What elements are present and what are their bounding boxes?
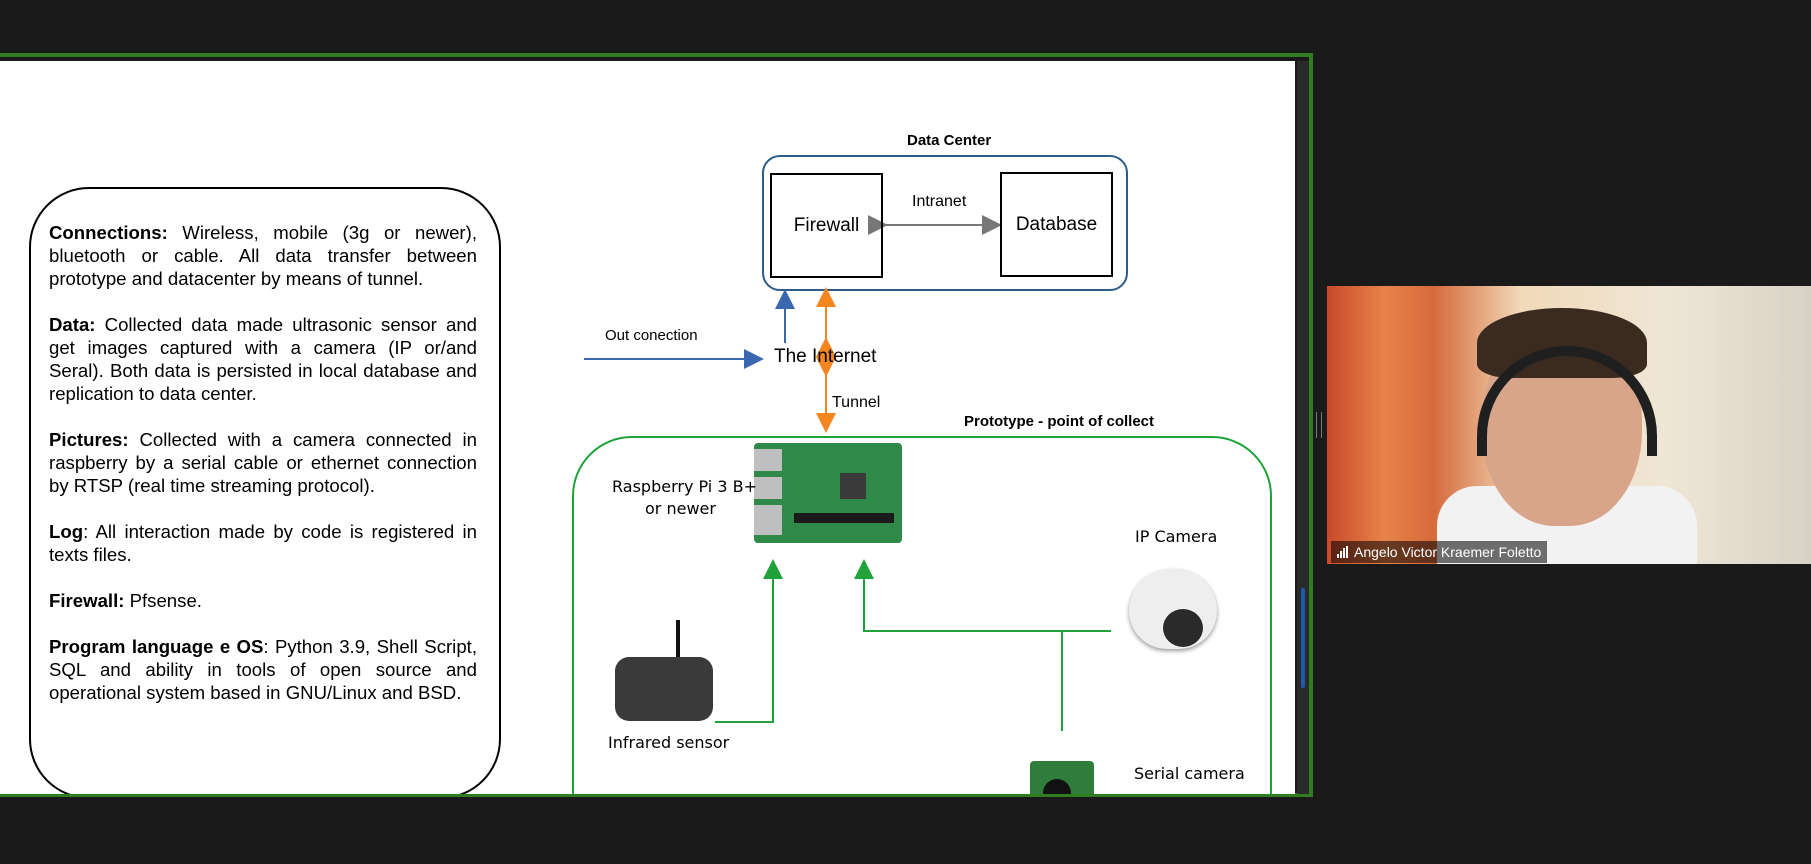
tunnel-label: Tunnel [832, 394, 881, 411]
slide-scrollbar[interactable] [1297, 61, 1309, 794]
raspberry-pi-image [754, 443, 902, 543]
signal-strength-icon [1337, 546, 1348, 558]
infrared-to-rpi-line [715, 559, 783, 723]
intranet-label: Intranet [912, 193, 967, 210]
participant-name: Angelo Victor Kraemer Foletto [1354, 544, 1542, 560]
raspberry-pi-label-line1: Raspberry Pi 3 B+ [612, 477, 757, 496]
info-connections: Connections: Wireless, mobile (3g or new… [49, 222, 477, 289]
info-data: Data: Collected data made ultrasonic sen… [49, 314, 477, 404]
info-firewall: Firewall: Pfsense. [49, 590, 202, 611]
infrared-sensor-label: Infrared sensor [608, 733, 730, 752]
info-program-language: Program language e OS: Python 3.9, Shell… [49, 636, 477, 703]
raspberry-pi-label-line2: or newer [645, 499, 716, 518]
screen-share-frame: Connections: Wireless, mobile (3g or new… [0, 53, 1313, 797]
info-panel [29, 187, 501, 794]
info-pictures: Pictures: Collected with a camera connec… [49, 429, 477, 496]
diagram-connectors [584, 215, 1111, 731]
data-center-frame [762, 155, 1128, 291]
infrared-sensor-antenna [676, 620, 680, 660]
prototype-title: Prototype - point of collect [964, 413, 1154, 430]
prototype-frame [572, 436, 1272, 794]
database-box: Database [1000, 172, 1113, 277]
cameras-to-rpi-line [854, 559, 1111, 632]
presentation-slide: Connections: Wireless, mobile (3g or new… [0, 61, 1295, 794]
firewall-box: Firewall [770, 173, 883, 278]
scrollbar-thumb[interactable] [1301, 588, 1305, 688]
firewall-label: Firewall [793, 214, 860, 236]
info-text: Connections: Wireless, mobile (3g or new… [49, 221, 477, 727]
participant-video[interactable] [1327, 286, 1811, 564]
database-label: Database [1015, 213, 1098, 235]
participant-name-tag: Angelo Victor Kraemer Foletto [1331, 541, 1548, 563]
infrared-sensor-image [615, 657, 713, 721]
info-log: Log: All interaction made by code is reg… [49, 521, 477, 565]
out-connection-label: Out conection [605, 327, 698, 344]
data-center-title: Data Center [907, 132, 992, 149]
serial-camera-lens [1043, 779, 1071, 794]
serial-camera-label: Serial camera [1134, 764, 1245, 783]
ip-camera-lens [1163, 609, 1203, 647]
resize-handle[interactable] [1316, 412, 1322, 438]
internet-label: The Internet [774, 346, 877, 367]
ip-camera-label: IP Camera [1135, 527, 1218, 546]
